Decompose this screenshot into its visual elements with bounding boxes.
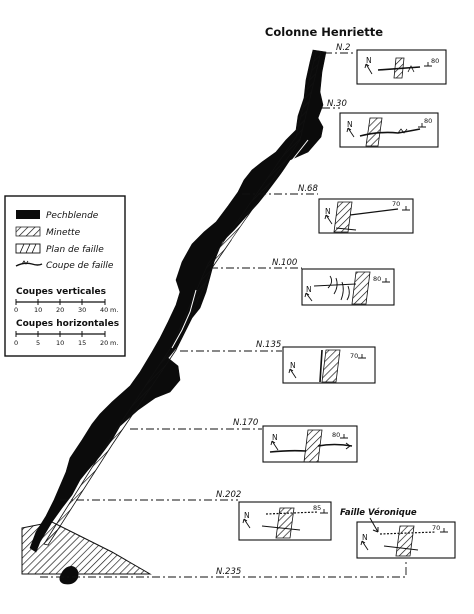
diagram-title: Colonne Henriette [265, 25, 383, 39]
dip-value: 85 [313, 504, 321, 512]
scale-v-unit: m. [110, 306, 118, 314]
section-box-n100: N 80 [301, 268, 395, 306]
level-label-n202: N.202 [216, 490, 241, 500]
north-label: N [272, 433, 278, 442]
dip-value: 80 [424, 117, 432, 125]
north-arrow-icon [288, 368, 297, 379]
north-arrow-icon [324, 214, 333, 225]
level-leaders [40, 52, 407, 578]
section-box-n235: N 70 [356, 521, 456, 559]
legend-swatch-coupe [15, 260, 43, 267]
level-label-n135: N.135 [256, 340, 281, 350]
legend-swatch-plan [15, 243, 41, 254]
ore-pod [59, 566, 79, 585]
legend-label-pechblende: Pechblende [46, 211, 99, 221]
scale-horizontal-title: Coupes horizontales [16, 319, 119, 329]
scale-v-tick: 0 [14, 306, 18, 314]
section-box-n202: N 85 [238, 501, 332, 541]
scale-h-unit: m. [110, 339, 118, 347]
level-label-n68: N.68 [298, 184, 318, 194]
dip-value: 80 [373, 275, 381, 283]
scale-h-tick: 0 [14, 339, 18, 347]
section-box-n30: N 80 [339, 112, 439, 148]
north-label: N [306, 285, 312, 294]
section-box-n135: N 70 [282, 346, 376, 384]
legend-label-plan: Plan de faille [46, 245, 104, 255]
north-arrow-icon [242, 518, 251, 529]
minette-band [43, 51, 322, 546]
dip-value: 70 [392, 200, 400, 208]
dip-value: 70 [350, 352, 358, 360]
scale-h-tick: 5 [36, 339, 40, 347]
north-label: N [366, 56, 372, 65]
legend-swatch-pechblende [16, 210, 40, 219]
legend: Pechblende Minette Plan de faille Coupe … [4, 195, 126, 357]
level-label-n100: N.100 [272, 258, 297, 268]
scale-bar-horizontal [15, 331, 106, 337]
north-arrow-icon [304, 292, 313, 302]
north-label: N [290, 361, 296, 370]
north-label: N [347, 120, 353, 129]
legend-swatch-minette [15, 226, 41, 237]
north-arrow-icon [364, 63, 373, 75]
section-box-n2: N 80 [356, 49, 447, 85]
scale-bar-vertical [15, 299, 106, 305]
dip-value: 70 [432, 524, 440, 532]
ore-vein-streak [171, 289, 197, 349]
scale-v-tick: 40 [100, 306, 108, 314]
north-label: N [362, 533, 368, 542]
scale-v-tick: 30 [78, 306, 86, 314]
legend-label-minette: Minette [46, 228, 81, 238]
ore-vein-streak [231, 139, 309, 241]
scale-v-tick: 10 [34, 306, 42, 314]
north-arrow-icon [270, 440, 279, 451]
scale-v-tick: 20 [56, 306, 64, 314]
scale-h-tick: 15 [78, 339, 86, 347]
level-label-n2: N.2 [336, 43, 350, 53]
north-label: N [325, 207, 331, 216]
scale-h-tick: 20 [100, 339, 108, 347]
level-label-n170: N.170 [233, 418, 258, 428]
legend-label-coupe: Coupe de faille [46, 261, 114, 271]
section-box-n170: N 80 [262, 425, 358, 463]
north-label: N [244, 511, 250, 520]
fault-arrow-icon [369, 517, 379, 533]
scale-vertical-title: Coupes verticales [16, 287, 106, 297]
dip-value: 80 [332, 431, 340, 439]
north-arrow-icon [346, 127, 355, 138]
dip-value: 80 [431, 57, 439, 65]
scale-h-tick: 10 [56, 339, 64, 347]
north-arrow-icon [360, 540, 369, 551]
level-label-n235: N.235 [216, 567, 241, 577]
fault-label: Faille Véronique [340, 507, 417, 518]
section-box-n68: N 70 [318, 198, 414, 234]
level-label-n30: N.30 [327, 99, 347, 109]
